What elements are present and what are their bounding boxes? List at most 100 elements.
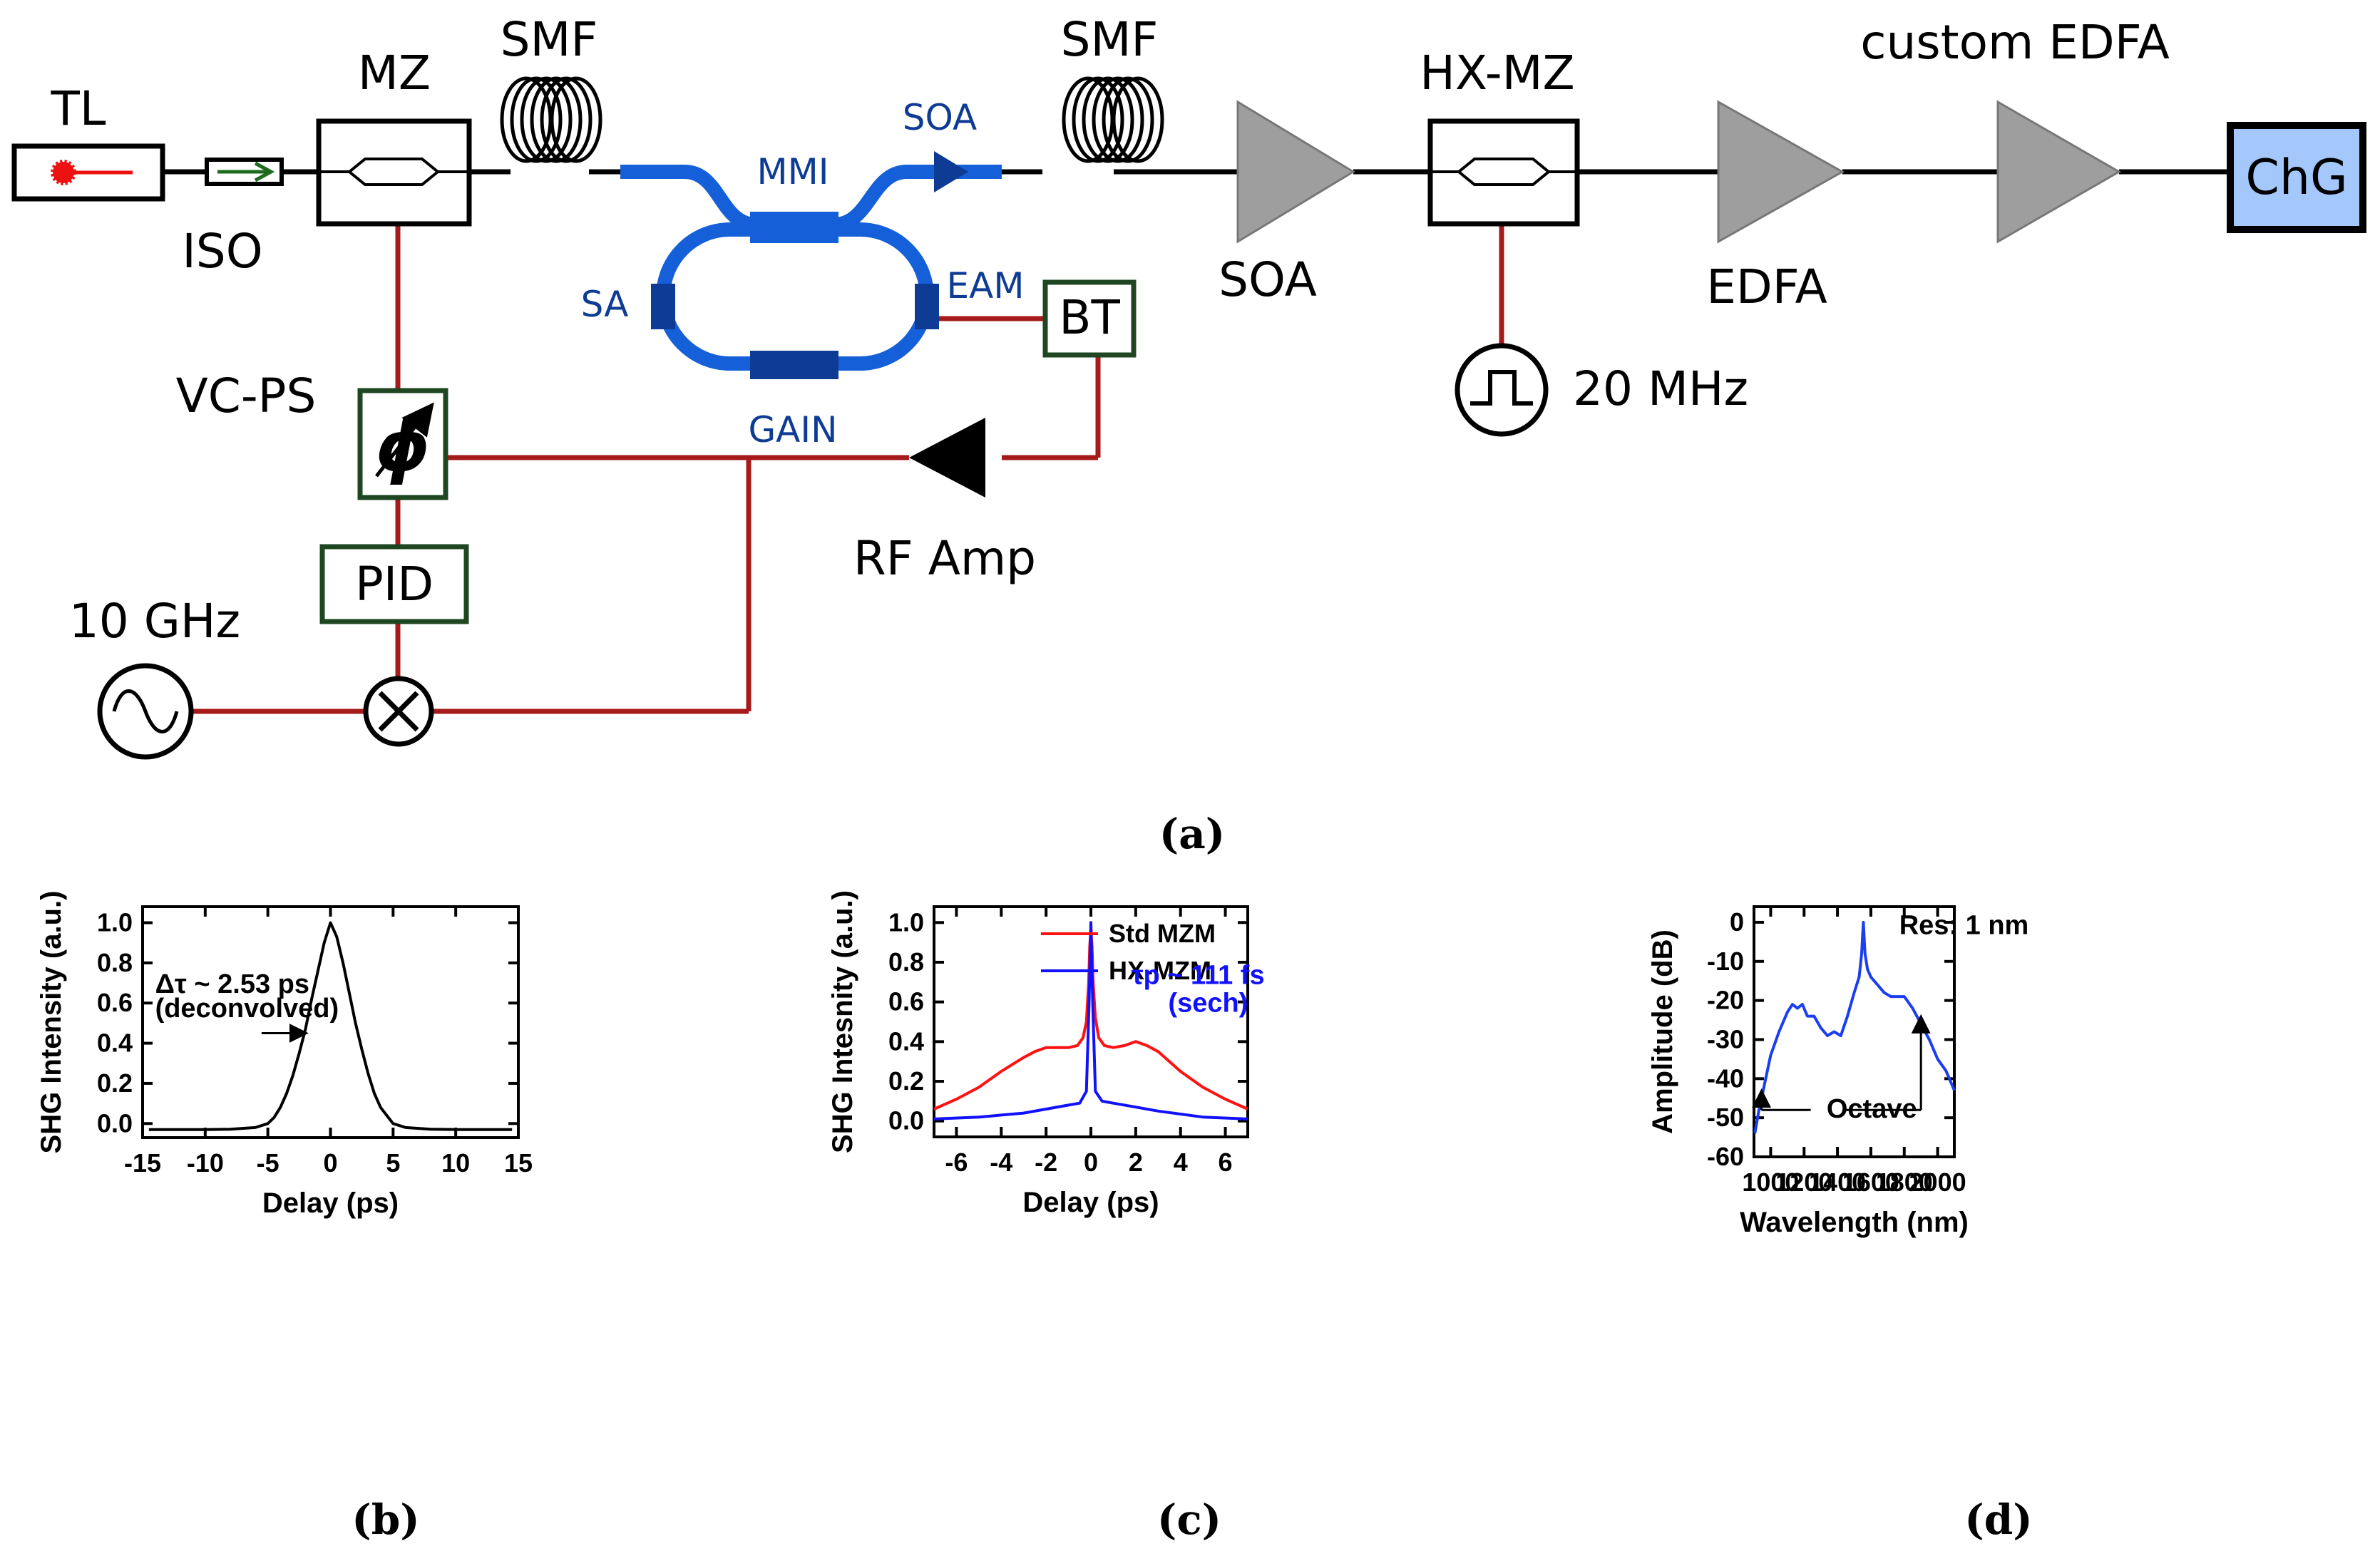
y-tick-label: 0.0 xyxy=(888,1106,924,1135)
caption-b: (b) xyxy=(352,1495,419,1544)
label-sa: SA xyxy=(581,284,629,325)
x-tick-label: 1200 xyxy=(1775,1168,1832,1197)
fiber-spool-icon xyxy=(1062,76,1164,163)
x-axis-label: Wavelength (nm) xyxy=(1740,1207,1969,1238)
caption-a: (a) xyxy=(1159,810,1225,858)
label-mz: MZ xyxy=(358,46,431,101)
label-hx-mz: HX-MZ xyxy=(1420,46,1575,101)
x-tick-label: -4 xyxy=(990,1148,1012,1177)
chart-annotation: Res: 1 nm xyxy=(1899,910,2029,940)
x-tick-label: 1400 xyxy=(1809,1168,1866,1197)
amplifier-icon xyxy=(1236,100,1355,244)
series-line xyxy=(1753,920,1956,1134)
chart-annotation: (sech) xyxy=(1168,989,1248,1019)
label-mmi: MMI xyxy=(756,151,829,192)
label-gain: GAIN xyxy=(748,409,837,450)
y-tick-label: 0.0 xyxy=(97,1108,133,1138)
y-tick-label: 0.6 xyxy=(888,987,924,1016)
chg-waveguide-box xyxy=(2227,122,2366,233)
y-tick-label: -40 xyxy=(1707,1063,1744,1093)
chart-panel-d: 100012001400160018002000-60-50-40-30-20-… xyxy=(1647,905,2029,1238)
x-axis-label: Delay (ps) xyxy=(262,1187,399,1219)
label-smf-2: SMF xyxy=(1061,12,1159,67)
label-edfa: EDFA xyxy=(1706,259,1827,314)
x-tick-label: 1000 xyxy=(1742,1168,1799,1197)
legend-entry: HX-MZM xyxy=(1109,956,1211,985)
x-tick-label: 4 xyxy=(1174,1148,1188,1177)
x-tick-label: 1800 xyxy=(1876,1168,1933,1197)
label-soa-chip: SOA xyxy=(903,97,977,138)
y-tick-label: 0.4 xyxy=(97,1029,133,1058)
chart-annotation: τp ~ 111 fs xyxy=(1132,961,1265,991)
x-tick-label: 0 xyxy=(323,1148,337,1178)
label-chg: ChG xyxy=(2245,150,2347,206)
x-tick-label: 2000 xyxy=(1909,1168,1966,1197)
y-tick-label: 0.8 xyxy=(888,947,924,977)
amplifier-icon xyxy=(1996,100,2122,244)
label-custom-edfa: custom EDFA xyxy=(1860,15,2170,70)
label-tl: TL xyxy=(50,81,106,136)
label-iso: ISO xyxy=(182,224,262,279)
gain-section xyxy=(750,351,838,379)
mz-interferometer-icon xyxy=(319,158,469,186)
plot-frame xyxy=(1753,905,1956,1158)
pid-box xyxy=(319,544,469,624)
x-tick-label: 5 xyxy=(386,1148,400,1178)
fiber-spool-icon xyxy=(500,76,602,163)
y-tick-label: 0.8 xyxy=(97,948,133,977)
y-axis-label: SHG Intensity (a.u.) xyxy=(36,891,67,1154)
rf-amp-icon xyxy=(909,418,985,498)
caption-c: (c) xyxy=(1157,1495,1221,1544)
series-line-hx-mzm xyxy=(933,921,1248,1120)
y-tick-label: -60 xyxy=(1707,1142,1744,1171)
mixer-icon xyxy=(363,676,434,747)
label-eam: EAM xyxy=(947,265,1025,306)
setup-diagram: TL ISO MZ SMF xyxy=(11,12,2366,858)
label-soa: SOA xyxy=(1219,252,1317,307)
y-tick-label: -10 xyxy=(1707,947,1744,976)
label-vc-ps: VC-PS xyxy=(176,369,317,423)
sa-section xyxy=(651,284,675,329)
legend-entry: Std MZM xyxy=(1109,919,1216,948)
label-10ghz: 10 GHz xyxy=(69,594,240,649)
series-line xyxy=(148,921,513,1131)
x-tick-label: 0 xyxy=(1084,1148,1098,1177)
y-axis-label: Amplitude (dB) xyxy=(1647,929,1678,1134)
pulse-source-icon xyxy=(1455,343,1549,437)
y-tick-label: 0.2 xyxy=(97,1068,133,1098)
eam-section xyxy=(915,284,939,329)
photonic-chip xyxy=(620,151,1002,379)
y-tick-label: -50 xyxy=(1707,1103,1744,1132)
y-tick-label: 0.4 xyxy=(888,1026,924,1056)
caption-d: (d) xyxy=(1964,1495,2032,1544)
x-tick-label: 6 xyxy=(1219,1148,1233,1177)
y-tick-label: 1.0 xyxy=(888,907,924,937)
hx-mz-interferometer-icon xyxy=(1430,158,1577,186)
label-smf-1: SMF xyxy=(501,12,598,67)
x-tick-label: 10 xyxy=(441,1148,470,1178)
x-tick-label: -10 xyxy=(187,1148,224,1178)
rf-wiring xyxy=(191,224,1504,714)
label-20mhz: 20 MHz xyxy=(1573,361,1748,416)
x-tick-label: -6 xyxy=(945,1148,968,1177)
y-axis-label: SHG Intesnity (a.u.) xyxy=(827,890,858,1153)
y-tick-label: 0.2 xyxy=(888,1066,924,1096)
label-rf-amp: RF Amp xyxy=(853,531,1036,586)
x-axis-label: Delay (ps) xyxy=(1022,1187,1159,1218)
x-tick-label: -5 xyxy=(257,1148,279,1178)
label-bt: BT xyxy=(1059,290,1120,345)
y-tick-label: 0.6 xyxy=(97,988,133,1017)
y-tick-label: -30 xyxy=(1707,1024,1744,1053)
x-tick-label: -2 xyxy=(1035,1148,1057,1177)
x-tick-label: 2 xyxy=(1129,1148,1143,1177)
y-tick-label: 0 xyxy=(1730,907,1744,937)
bias-tee-box xyxy=(1042,279,1137,358)
isolator-icon xyxy=(205,158,284,186)
laser-icon xyxy=(51,160,76,185)
soa-chip-icon xyxy=(934,151,968,192)
x-tick-label: 15 xyxy=(504,1148,533,1178)
chart-annotation: Δτ ~ 2.53 ps xyxy=(155,969,309,999)
